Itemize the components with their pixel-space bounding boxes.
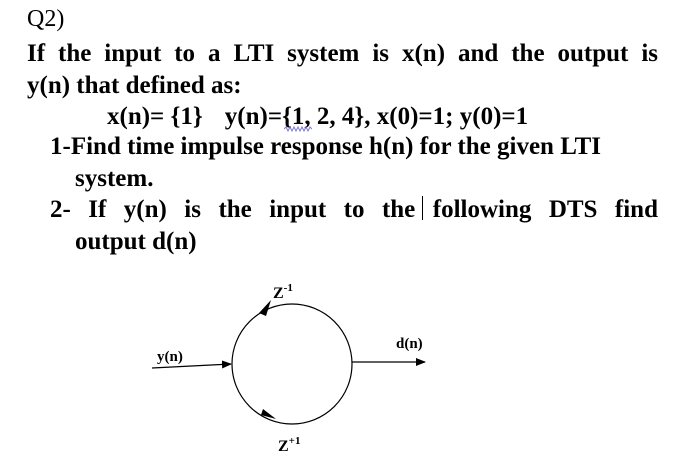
intro-line-2: y(n) that defined as:	[27, 72, 242, 99]
loop-circle	[231, 303, 353, 425]
input-label: y(n)	[157, 349, 183, 365]
task2-line-1: 2- If y(n) is the input to the following…	[50, 196, 658, 223]
delay-label: Z-1	[273, 282, 293, 302]
advance-label: Z+1	[278, 435, 300, 455]
upper-direction-arrow	[259, 300, 271, 316]
question-number: Q2)	[27, 6, 65, 32]
task1-line-2: system.	[75, 165, 154, 192]
output-label: d(n)	[396, 336, 423, 352]
lower-direction-arrow	[261, 409, 276, 419]
delay-label-exponent: -1	[284, 282, 293, 294]
intro-line-1: If the input to a LTI system is x(n) and…	[27, 40, 658, 67]
advance-label-base: Z	[278, 438, 289, 455]
text-cursor	[422, 196, 423, 220]
given-equation: x(n)= {1} y(n)={1, 2, 4}, x(0)=1; y(0)=1	[107, 102, 528, 132]
given-y: y(n)={1, 2, 4}, x(0)=1; y(0)=1	[224, 103, 529, 130]
spellcheck-underline	[284, 126, 312, 132]
task2-line-2: output d(n)	[75, 228, 197, 255]
given-x: x(n)= {1}	[107, 103, 203, 130]
delay-label-base: Z	[273, 285, 284, 302]
task1-line-1: 1-Find time impulse response h(n) for th…	[50, 133, 601, 160]
advance-label-exponent: +1	[289, 435, 301, 447]
input-arrow	[151, 360, 232, 369]
